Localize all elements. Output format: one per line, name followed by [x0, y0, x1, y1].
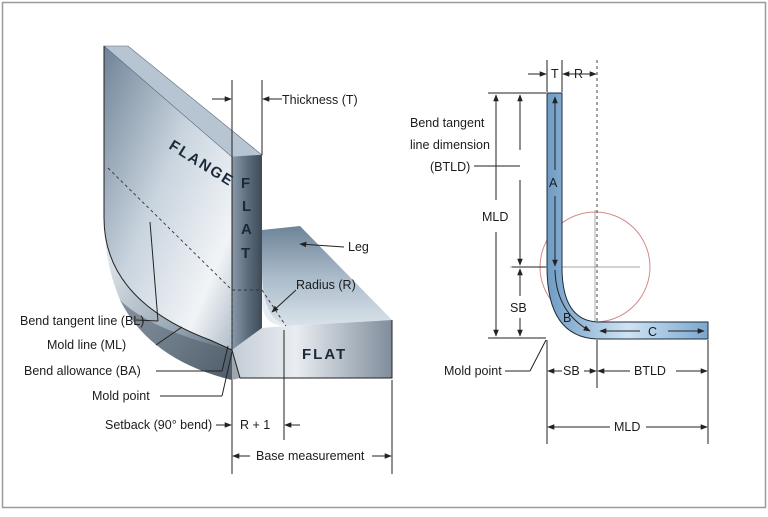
- right-dimensions: T R Bend tangent line dimension (BTLD) M…: [410, 60, 709, 444]
- leg-arrow: [299, 241, 345, 248]
- ba-leader-up: [221, 345, 229, 372]
- part-outline: [231, 157, 393, 379]
- mld-vertical-label: MLD: [482, 210, 508, 224]
- bent-profile-shape: [546, 92, 709, 340]
- left-3d-part: FLANGE F L A T FLAT: [103, 45, 393, 380]
- base-measurement-label: Base measurement: [256, 449, 365, 463]
- flat-horizontal-label: FLAT: [302, 346, 347, 363]
- bl-leader: [149, 221, 159, 322]
- inner-bend: [262, 270, 292, 326]
- mold-line-label: Mold line (ML): [47, 338, 126, 352]
- flat-letter-3: A: [241, 221, 254, 238]
- btld-label-line3: (BTLD): [430, 160, 470, 174]
- left-dimensions: Thickness (T) Leg Radius (R) Bend tangen…: [20, 80, 393, 474]
- btld-label-line2: line dimension: [410, 138, 490, 152]
- mp-leader-up: [221, 351, 233, 397]
- t-label: T: [551, 67, 559, 81]
- outer-bend: [104, 218, 232, 380]
- radius-label: Radius (R): [296, 278, 356, 292]
- bend-shadow: [120, 300, 240, 380]
- mold-point-label: Mold point: [92, 389, 150, 403]
- mold-point-leader-up: [529, 339, 547, 372]
- right-mold-point-label: Mold point: [444, 364, 502, 378]
- b-label: B: [563, 311, 571, 325]
- flange-end-face: [232, 155, 262, 350]
- radius-arrow: [271, 289, 297, 313]
- ml-leader: [155, 326, 183, 346]
- flat-letter-4: T: [241, 245, 252, 262]
- flat-letter-2: L: [242, 198, 253, 215]
- flange-face: [104, 46, 232, 350]
- flange-outline: [103, 46, 233, 351]
- btld-label-line1: Bend tangent: [410, 116, 485, 130]
- setback-label: Setback (90° bend): [105, 418, 212, 432]
- c-label: C: [648, 325, 657, 339]
- bend-tangent-label: Bend tangent line (BL): [20, 314, 144, 328]
- bend-allowance-label: Bend allowance (BA): [24, 364, 141, 378]
- mld-bottom-label: MLD: [614, 420, 640, 434]
- btld-bottom-label: BTLD: [634, 364, 666, 378]
- flat-front-face: [232, 320, 392, 378]
- bend-tangent-dashed: [107, 167, 262, 291]
- right-profile: A B C: [510, 92, 709, 340]
- leg-label: Leg: [348, 240, 369, 254]
- b-arc-arrow: [554, 269, 591, 332]
- sb-vertical-label: SB: [510, 301, 527, 315]
- flat-letter-1: F: [241, 175, 252, 192]
- radius-dashed: [261, 289, 287, 327]
- a-label: A: [549, 176, 558, 190]
- r-plus-1-label: R + 1: [240, 418, 270, 432]
- r-label: R: [574, 67, 583, 81]
- leg-top-face: [262, 226, 392, 326]
- thickness-label: Thickness (T): [282, 93, 358, 107]
- sb-bottom-label: SB: [563, 364, 580, 378]
- bl-leader-h: [135, 319, 159, 322]
